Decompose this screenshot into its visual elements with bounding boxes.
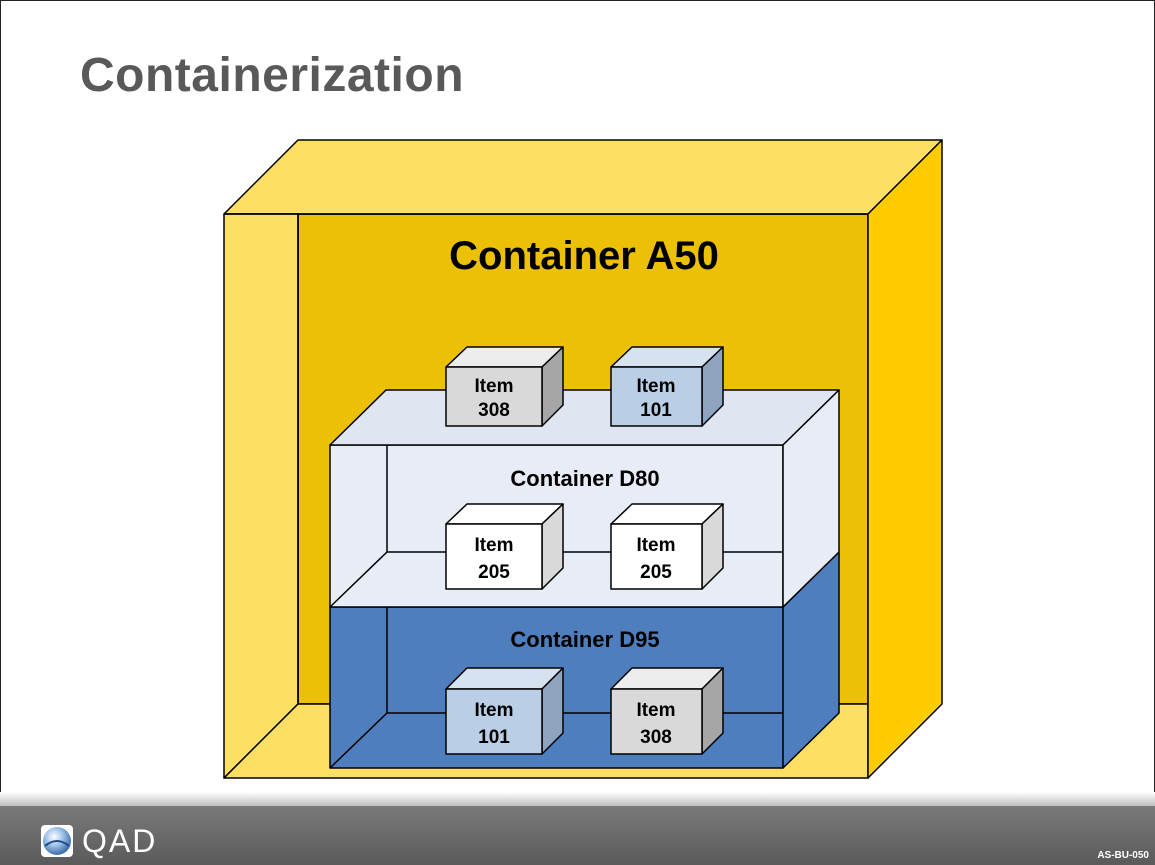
- container-a50-left-wall: [223, 213, 299, 779]
- footer-gradient: [0, 792, 1155, 806]
- item-label-word: Item: [474, 376, 513, 397]
- item-box-mid-right: [610, 503, 724, 590]
- containerization-diagram: Container A50 Container D80 Container D9…: [223, 139, 943, 779]
- slide-title: Containerization: [80, 49, 465, 102]
- item-label-number: 205: [478, 562, 510, 583]
- item-label-number: 308: [640, 727, 672, 748]
- item-box-mid-left: [445, 503, 564, 590]
- item-box-bottom-left: [445, 667, 564, 755]
- container-d95-label: Container D95: [510, 627, 659, 652]
- container-d80-right: [782, 389, 840, 608]
- container-d80: [329, 389, 840, 608]
- container-a50-top: [223, 139, 943, 215]
- item-box-bottom-right: [610, 667, 724, 755]
- item-label-word: Item: [474, 535, 513, 556]
- container-a50-right-wall: [867, 139, 943, 779]
- item-label-word: Item: [636, 376, 675, 397]
- item-box-top-left: [445, 346, 564, 427]
- item-label-word: Item: [474, 700, 513, 721]
- item-box-top-right: [610, 346, 724, 427]
- slide-code: AS-BU-050: [1097, 850, 1149, 861]
- qad-globe-icon: [41, 825, 73, 857]
- container-d80-top: [329, 389, 840, 446]
- item-label-number: 101: [640, 400, 672, 421]
- item-label-word: Item: [636, 535, 675, 556]
- container-d80-label: Container D80: [510, 466, 659, 491]
- container-a50-label: Container A50: [449, 234, 719, 278]
- item-label-number: 205: [640, 562, 672, 583]
- item-label-word: Item: [636, 700, 675, 721]
- qad-logo: QAD: [40, 822, 158, 859]
- brand-name: QAD: [82, 822, 158, 859]
- item-label-number: 101: [478, 727, 510, 748]
- item-label-number: 308: [478, 400, 510, 421]
- footer-bar: QAD AS-BU-050: [0, 806, 1155, 865]
